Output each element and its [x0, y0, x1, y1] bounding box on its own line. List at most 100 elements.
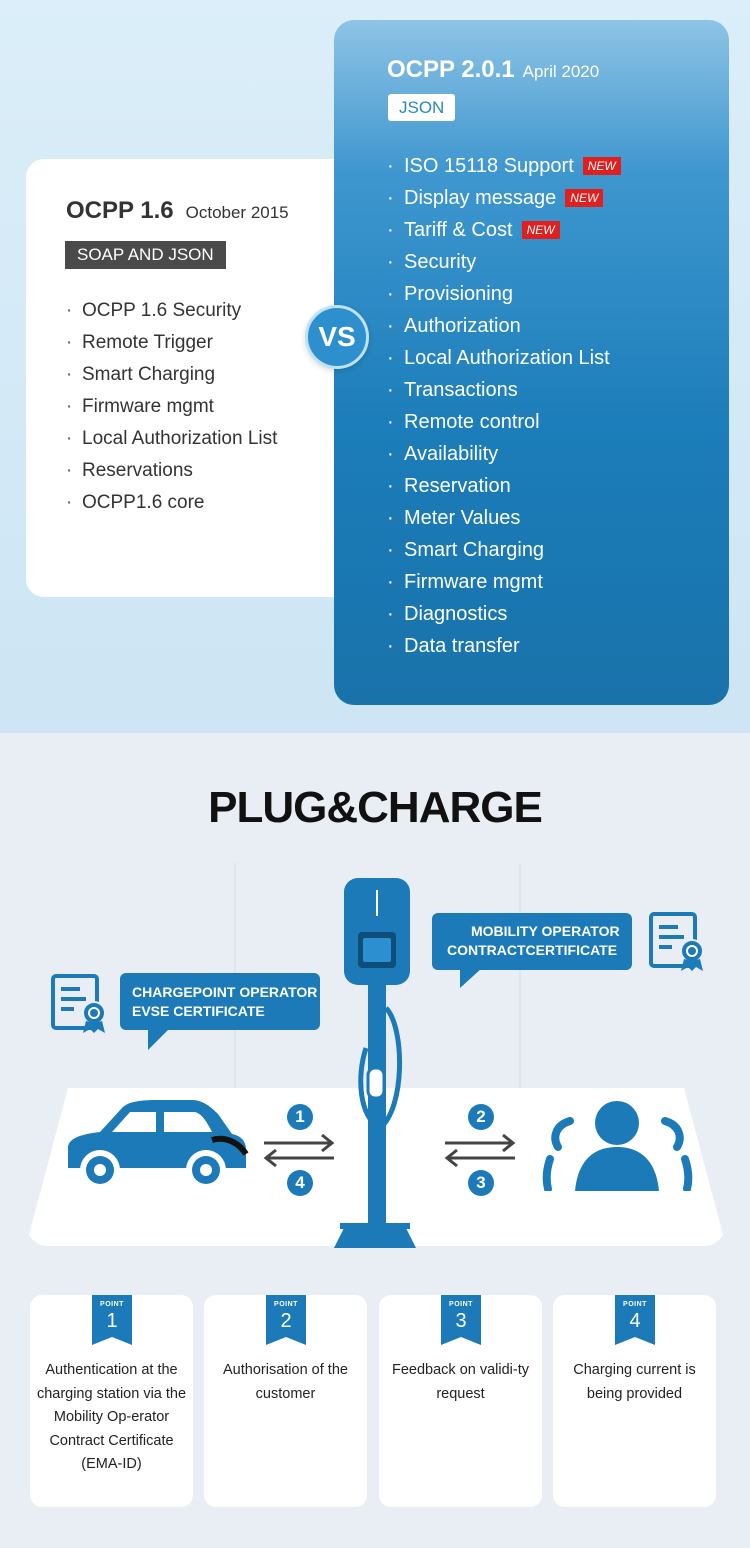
point-description: Feedback on validi-ty request: [391, 1362, 529, 1402]
list-item: ·OCPP1.6 core: [66, 492, 205, 513]
feature-label: Authorization: [404, 315, 521, 337]
bullet: ·: [387, 411, 394, 433]
certificate-icon: [51, 974, 106, 1033]
vs-badge: VS: [305, 305, 369, 369]
ocpp201-title-row: OCPP 2.0.1 April 2020: [387, 56, 599, 84]
bullet: ·: [387, 251, 394, 273]
list-item: · Availability: [387, 438, 621, 470]
feature-label: Diagnostics: [404, 603, 508, 625]
list-item: ·Remote Trigger: [66, 332, 213, 353]
list-item: · Diagnostics: [387, 598, 621, 630]
feature-label: Data transfer: [404, 635, 520, 657]
point-card-2: POINT 2 Authorisation of the customer: [204, 1295, 367, 1507]
list-item: · Security: [387, 246, 621, 278]
certificate-icon: [649, 912, 704, 971]
point-label: POINT: [100, 1301, 124, 1308]
point-card-1: POINT 1 Authentication at the charging st…: [30, 1295, 193, 1507]
ocpp16-feature-list: ·OCPP 1.6 Security ·Remote Trigger ·Smar…: [66, 295, 277, 519]
ocpp16-badge: SOAP AND JSON: [65, 241, 226, 269]
point-number: 3: [455, 1310, 467, 1332]
feature-label: Local Authorization List: [404, 347, 610, 369]
ocpp16-card: OCPP 1.6 October 2015 SOAP AND JSON ·OCP…: [26, 159, 356, 597]
list-item: ·Smart Charging: [66, 364, 216, 385]
list-item: ·Smart Charging: [387, 534, 621, 566]
point-number: 4: [629, 1310, 641, 1332]
bullet: ·: [387, 283, 394, 305]
feature-label: Display message: [404, 187, 557, 209]
cpo-certificate-bubble: CHARGEPOINT OPERATOR EVSE CERTIFICATE: [120, 973, 320, 1030]
points-row: POINT 1 Authentication at the charging st…: [30, 1295, 720, 1507]
exchange-arrows-left: [263, 1104, 335, 1196]
point-label: POINT: [274, 1301, 298, 1308]
ocpp16-title: OCPP 1.6: [66, 197, 174, 224]
new-badge: NEW: [565, 189, 604, 207]
step-number: 1: [295, 1107, 305, 1126]
feature-label: Meter Values: [404, 507, 521, 529]
point-flag: [615, 1295, 655, 1345]
mo-bubble-line2: CONTRACTCERTIFICATE: [447, 942, 618, 958]
new-badge: NEW: [582, 157, 621, 175]
list-item: · Tariff & Cost NEW: [387, 214, 621, 246]
mo-bubble-line1: MOBILITY OPERATOR: [471, 923, 620, 939]
list-item: ·Local Authorization List: [66, 428, 278, 449]
bullet: ·: [387, 379, 394, 401]
point-number: 1: [106, 1310, 118, 1332]
feature-label: Availability: [404, 443, 499, 465]
bullet: ·: [387, 443, 394, 465]
step-number: 4: [295, 1173, 305, 1192]
list-item: · Remote control: [387, 406, 621, 438]
ocpp16-date: October 2015: [185, 203, 289, 222]
point-description: Authentication at the charging station v…: [36, 1362, 187, 1472]
charging-station-icon: [334, 878, 416, 1248]
list-item: · Reservation: [387, 470, 621, 502]
point-number: 2: [280, 1310, 292, 1332]
new-badge: NEW: [521, 221, 560, 239]
bubble-tail: [460, 968, 482, 988]
step-circle: [287, 1170, 313, 1196]
mo-certificate-bubble: MOBILITY OPERATOR CONTRACTCERTIFICATE: [432, 913, 632, 970]
bullet: ·: [387, 507, 394, 529]
customer-icon: [542, 1101, 693, 1191]
car-icon: [68, 1100, 249, 1190]
point-description: Authorisation of the customer: [223, 1362, 348, 1402]
bullet: ·: [387, 315, 394, 337]
list-item: ·Reservations: [66, 460, 193, 481]
point-label: POINT: [623, 1301, 647, 1308]
feature-label: Provisioning: [404, 283, 513, 305]
point-flag: [266, 1295, 306, 1345]
list-item: ·Firmware mgmt: [66, 396, 214, 417]
ocpp201-card: OCPP 2.0.1 April 2020 JSON · ISO 15118 Su…: [334, 20, 729, 705]
feature-label: Smart Charging: [404, 539, 545, 561]
feature-label: Security: [404, 251, 477, 273]
list-item: ·Firmware mgmt: [387, 566, 621, 598]
point-flag: [92, 1295, 132, 1345]
list-item: ·OCPP 1.6 Security: [66, 300, 242, 321]
feature-label: Remote control: [404, 411, 540, 433]
feature-label: Firmware mgmt: [404, 571, 543, 593]
ocpp201-title: OCPP 2.0.1: [387, 56, 515, 83]
bullet: ·: [387, 219, 394, 241]
feature-label: Transactions: [404, 379, 518, 401]
bullet: ·: [387, 187, 394, 209]
cpo-bubble-line1: CHARGEPOINT OPERATOR: [132, 984, 318, 1000]
plug-charge-section: PLUG&CHARGE CHARGEPOINT OPERATOR EVSE CE…: [0, 733, 750, 1548]
list-item: · Transactions: [387, 374, 621, 406]
ocpp201-badge: JSON: [388, 94, 456, 121]
ocpp16-title-row: OCPP 1.6 October 2015: [66, 197, 289, 225]
feature-label: Tariff & Cost: [404, 219, 513, 241]
step-circle: [468, 1170, 494, 1196]
step-number: 2: [476, 1107, 486, 1126]
feature-label: Reservation: [404, 475, 511, 497]
plug-charge-title: PLUG&CHARGE: [208, 783, 543, 832]
bullet: ·: [387, 603, 394, 625]
list-item: ·Data transfer: [387, 630, 621, 662]
cpo-bubble-line2: EVSE CERTIFICATE: [132, 1003, 265, 1019]
bullet: ·: [387, 475, 394, 497]
step-circle: [468, 1104, 494, 1130]
feature-label: ISO 15118 Support: [404, 155, 574, 177]
exchange-arrows-right: [444, 1104, 516, 1196]
